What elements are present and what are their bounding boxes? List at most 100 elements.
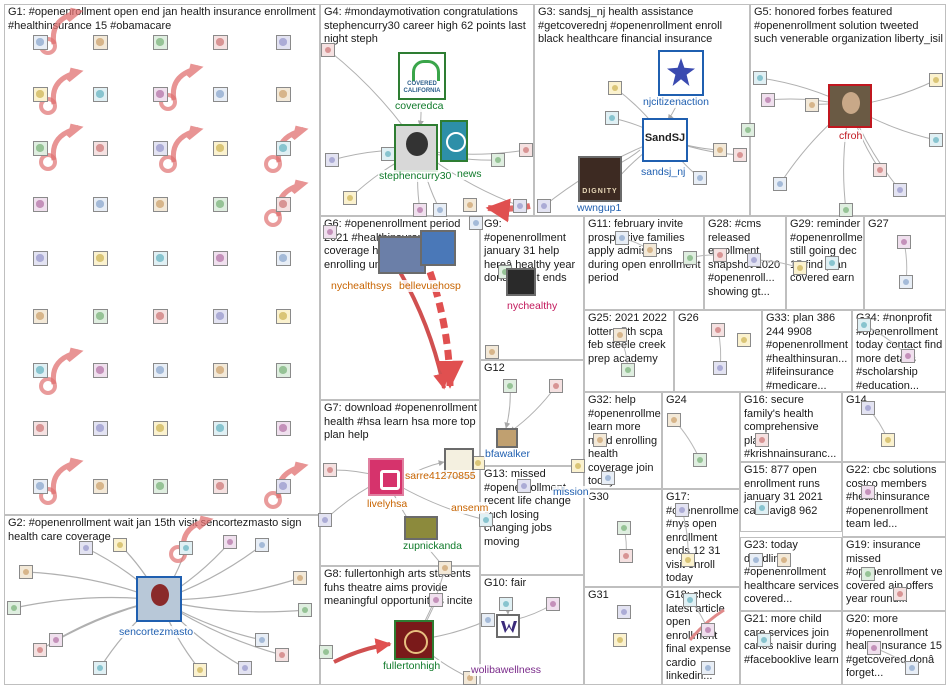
avatar-node[interactable] — [537, 199, 551, 213]
avatar-node[interactable] — [485, 345, 499, 359]
avatar-node[interactable] — [615, 231, 629, 245]
avatar-node[interactable] — [755, 501, 769, 515]
isolate-node[interactable] — [32, 86, 48, 102]
node-label-stephencurry30[interactable]: stephencurry30 — [378, 170, 453, 182]
avatar-node[interactable] — [19, 565, 33, 579]
node-label-wwngup1[interactable]: wwngup1 — [576, 202, 623, 214]
avatar-node[interactable] — [929, 73, 943, 87]
avatar-node[interactable] — [619, 549, 633, 563]
avatar-node[interactable] — [861, 485, 875, 499]
isolate-node[interactable] — [152, 34, 168, 50]
isolate-node[interactable] — [32, 34, 48, 50]
isolate-node[interactable] — [212, 250, 228, 266]
avatar-node[interactable] — [319, 645, 333, 659]
isolate-node[interactable] — [32, 420, 48, 436]
sencortezmasto-photo[interactable] — [136, 576, 182, 622]
isolate-node[interactable] — [152, 250, 168, 266]
avatar-node[interactable] — [469, 216, 483, 230]
isolate-node[interactable] — [32, 478, 48, 494]
avatar-node[interactable] — [733, 148, 747, 162]
isolate-node[interactable] — [152, 196, 168, 212]
wolibawellness-logo[interactable] — [496, 614, 520, 638]
node-label-njcitizenaction[interactable]: njcitizenaction — [642, 96, 710, 108]
avatar-node[interactable] — [413, 203, 427, 217]
avatar-node[interactable] — [193, 663, 207, 677]
avatar-node[interactable] — [79, 541, 93, 555]
node-label-fullertonhigh[interactable]: fullertonhigh — [382, 660, 442, 672]
avatar-node[interactable] — [899, 275, 913, 289]
nychealthsys-image[interactable] — [378, 236, 426, 274]
isolate-node[interactable] — [152, 362, 168, 378]
avatar-node[interactable] — [323, 463, 337, 477]
avatar-node[interactable] — [343, 191, 357, 205]
isolate-node[interactable] — [152, 86, 168, 102]
livelyhsa-logo[interactable] — [368, 458, 404, 496]
avatar-node[interactable] — [49, 633, 63, 647]
node-label-sencortezmasto[interactable]: sencortezmasto — [118, 626, 195, 638]
isolate-node[interactable] — [92, 420, 108, 436]
avatar-node[interactable] — [753, 71, 767, 85]
news-logo[interactable] — [440, 120, 468, 162]
isolate-node[interactable] — [152, 478, 168, 494]
isolate-node[interactable] — [212, 140, 228, 156]
node-label-bellevuehosp[interactable]: bellevuehosp — [398, 280, 462, 292]
bellevuehosp-logo[interactable] — [420, 230, 456, 266]
avatar-node[interactable] — [741, 123, 755, 137]
avatar-node[interactable] — [463, 198, 477, 212]
avatar-node[interactable] — [905, 661, 919, 675]
avatar-node[interactable] — [667, 413, 681, 427]
isolate-node[interactable] — [212, 420, 228, 436]
avatar-node[interactable] — [861, 401, 875, 415]
isolate-node[interactable] — [32, 196, 48, 212]
avatar-node[interactable] — [298, 603, 312, 617]
isolate-node[interactable] — [212, 34, 228, 50]
sandsj-logo[interactable]: SandSJ — [642, 118, 688, 162]
avatar-node[interactable] — [777, 553, 791, 567]
avatar-node[interactable] — [857, 318, 871, 332]
avatar-node[interactable] — [893, 587, 907, 601]
avatar-node[interactable] — [7, 601, 21, 615]
avatar-node[interactable] — [617, 605, 631, 619]
avatar-node[interactable] — [755, 433, 769, 447]
stephencurry30-photo[interactable] — [394, 124, 438, 172]
avatar-node[interactable] — [737, 333, 751, 347]
avatar-node[interactable] — [517, 479, 531, 493]
isolate-node[interactable] — [92, 308, 108, 324]
avatar-node[interactable] — [713, 361, 727, 375]
node-label-news[interactable]: news — [456, 168, 483, 180]
node-label-coveredca[interactable]: coveredca — [394, 100, 445, 112]
fullertonhigh-logo[interactable] — [394, 620, 434, 660]
avatar-node[interactable] — [481, 613, 495, 627]
isolate-node[interactable] — [92, 140, 108, 156]
avatar-node[interactable] — [805, 98, 819, 112]
avatar-node[interactable] — [179, 541, 193, 555]
avatar-node[interactable] — [675, 503, 689, 517]
nychealthy-image[interactable] — [506, 268, 536, 296]
avatar-node[interactable] — [761, 93, 775, 107]
avatar-node[interactable] — [438, 561, 452, 575]
avatar-node[interactable] — [681, 553, 695, 567]
isolate-node[interactable] — [212, 196, 228, 212]
avatar-node[interactable] — [713, 143, 727, 157]
node-label-wolibawellness[interactable]: wolibawellness — [470, 664, 543, 676]
cfroh-photo[interactable] — [828, 84, 872, 128]
isolate-node[interactable] — [275, 308, 291, 324]
avatar-node[interactable] — [861, 567, 875, 581]
avatar-node[interactable] — [881, 433, 895, 447]
avatar-node[interactable] — [321, 43, 335, 57]
avatar-node[interactable] — [93, 661, 107, 675]
isolate-node[interactable] — [275, 86, 291, 102]
isolate-node[interactable] — [32, 140, 48, 156]
node-label-nychealthsys[interactable]: nychealthsys — [330, 280, 393, 292]
isolate-node[interactable] — [275, 196, 291, 212]
avatar-node[interactable] — [893, 183, 907, 197]
avatar-node[interactable] — [873, 163, 887, 177]
avatar-node[interactable] — [701, 661, 715, 675]
avatar-node[interactable] — [429, 593, 443, 607]
avatar-node[interactable] — [613, 328, 627, 342]
isolate-node[interactable] — [212, 362, 228, 378]
avatar-node[interactable] — [757, 633, 771, 647]
avatar-node[interactable] — [601, 471, 615, 485]
avatar-node[interactable] — [323, 225, 337, 239]
avatar-node[interactable] — [275, 648, 289, 662]
